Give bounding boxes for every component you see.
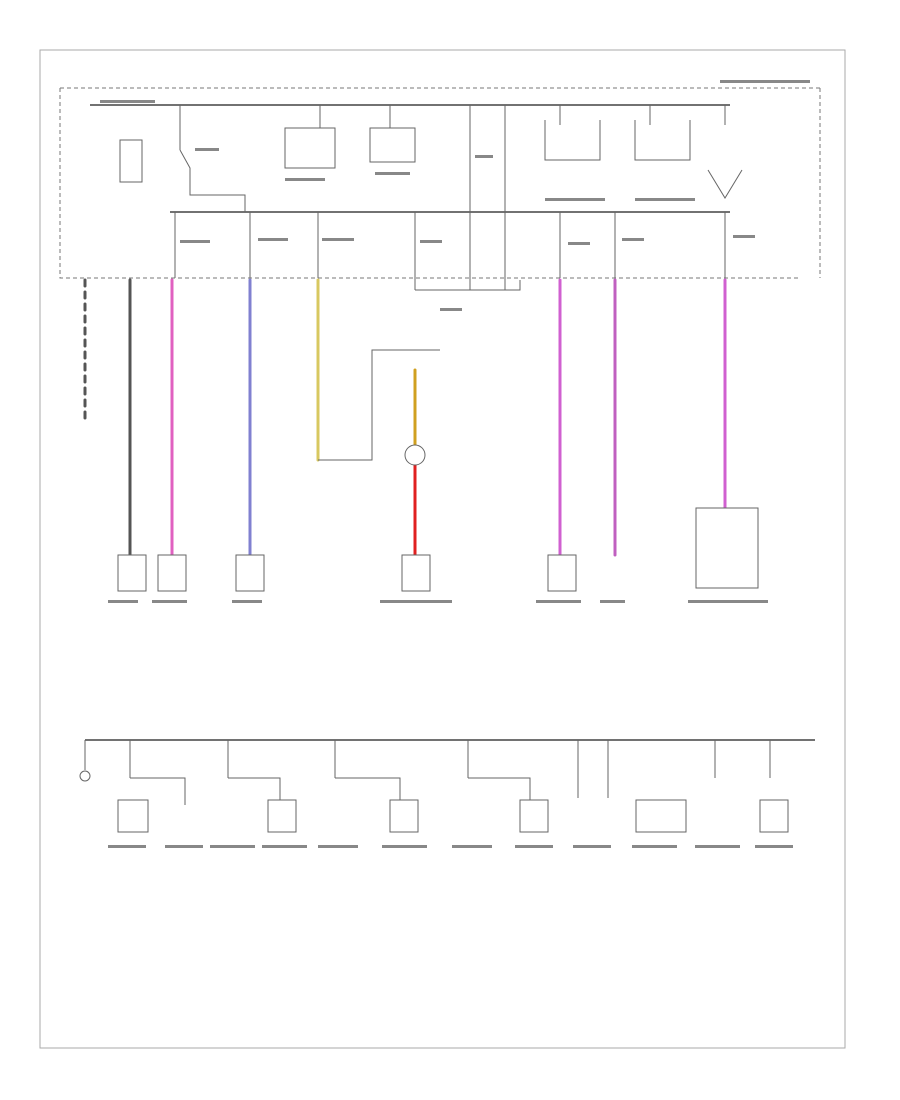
- fuse-block-outline: [59, 87, 821, 279]
- lower-label-marks: [108, 600, 793, 848]
- page-frame: [39, 49, 846, 1049]
- wire-layer: [83, 278, 727, 557]
- ground-splice: [404, 444, 426, 466]
- bottom-drops: [84, 740, 771, 805]
- relay-row-upper: [119, 120, 743, 212]
- yellow-splice-loop: [318, 349, 440, 461]
- upper-label-marks: [100, 80, 810, 311]
- connector-row: [117, 507, 759, 592]
- top-drops: [179, 105, 726, 290]
- fuse-drops: [174, 212, 726, 291]
- relay-row-lower: [79, 770, 789, 833]
